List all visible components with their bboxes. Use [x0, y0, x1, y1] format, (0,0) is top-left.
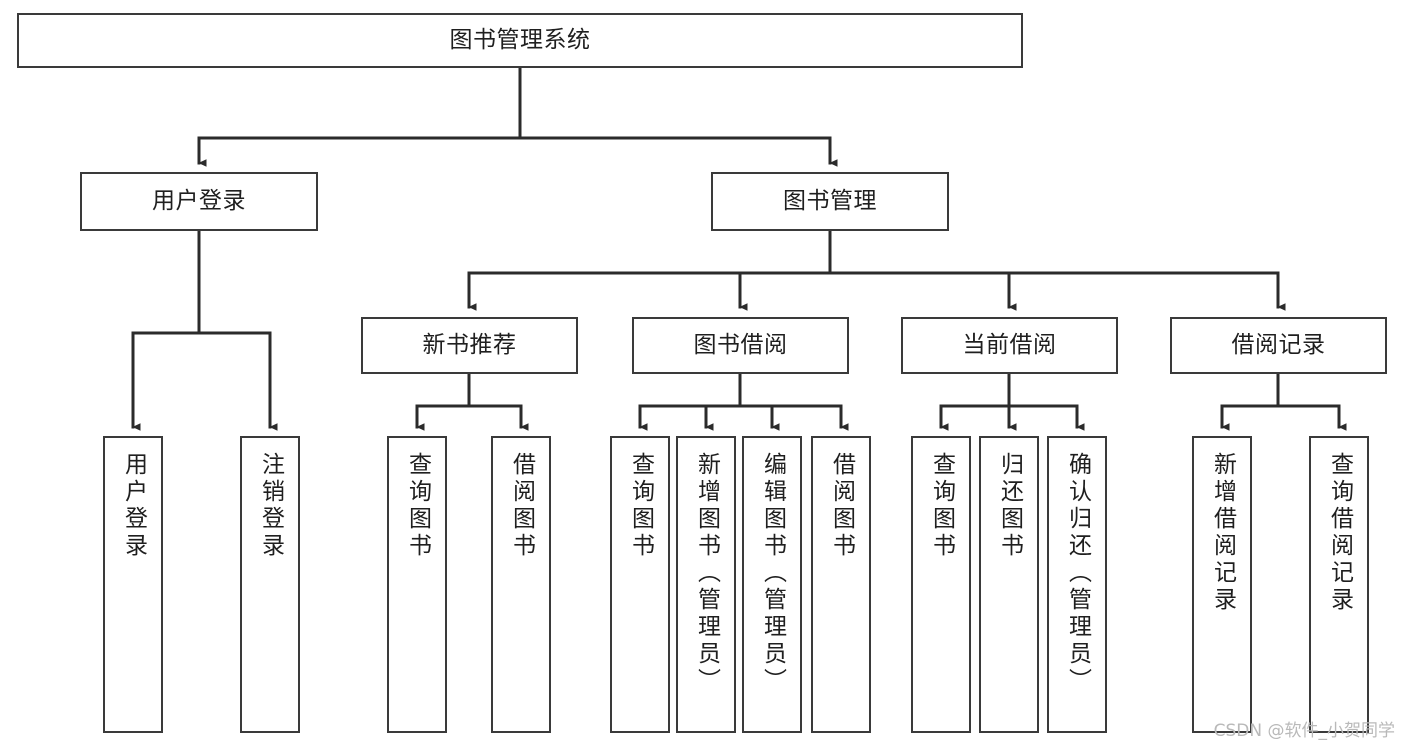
- node-label: 确认归还（管理员）: [1064, 452, 1091, 695]
- leaf-query-borrow-record[interactable]: 查询借阅记录: [1309, 436, 1369, 733]
- leaf-user-login[interactable]: 用户登录: [103, 436, 163, 733]
- node-label: 注销登录: [257, 452, 284, 560]
- csdn-watermark: CSDN @软件_小贺同学: [1213, 721, 1395, 741]
- node-label: 图书管理系统: [449, 26, 591, 53]
- node-label: 用户登录: [152, 187, 246, 214]
- node-label: 借阅图书: [508, 452, 535, 560]
- node-label: 查询图书: [627, 452, 654, 560]
- node-label: 查询借阅记录: [1326, 452, 1353, 614]
- node-label: 归还图书: [996, 452, 1023, 560]
- leaf-edit-book-admin[interactable]: 编辑图书（管理员）: [742, 436, 802, 733]
- node-book-management[interactable]: 图书管理: [711, 172, 949, 231]
- node-book-borrow[interactable]: 图书借阅: [632, 317, 849, 374]
- leaf-query-book-current[interactable]: 查询图书: [911, 436, 971, 733]
- node-borrow-record[interactable]: 借阅记录: [1170, 317, 1387, 374]
- leaf-logout[interactable]: 注销登录: [240, 436, 300, 733]
- leaf-borrow-book-recommend[interactable]: 借阅图书: [491, 436, 551, 733]
- node-label: 编辑图书（管理员）: [759, 452, 786, 695]
- node-current-borrow[interactable]: 当前借阅: [901, 317, 1118, 374]
- node-label: 新书推荐: [422, 331, 517, 358]
- node-label: 新增图书（管理员）: [693, 452, 720, 695]
- node-label: 查询图书: [928, 452, 955, 560]
- node-new-book-recommend[interactable]: 新书推荐: [361, 317, 578, 374]
- node-label: 查询图书: [404, 452, 431, 560]
- leaf-return-book[interactable]: 归还图书: [979, 436, 1039, 733]
- leaf-confirm-return-admin[interactable]: 确认归还（管理员）: [1047, 436, 1107, 733]
- leaf-add-borrow-record[interactable]: 新增借阅记录: [1192, 436, 1252, 733]
- node-label: 借阅图书: [828, 452, 855, 560]
- leaf-borrow-book[interactable]: 借阅图书: [811, 436, 871, 733]
- node-label: 用户登录: [120, 452, 147, 560]
- node-label: 借阅记录: [1231, 331, 1326, 358]
- node-label: 图书借阅: [693, 331, 788, 358]
- node-root-system[interactable]: 图书管理系统: [17, 13, 1023, 68]
- leaf-add-book-admin[interactable]: 新增图书（管理员）: [676, 436, 736, 733]
- leaf-query-book-recommend[interactable]: 查询图书: [387, 436, 447, 733]
- node-label: 新增借阅记录: [1209, 452, 1236, 614]
- node-label: 图书管理: [783, 187, 877, 214]
- node-label: 当前借阅: [962, 331, 1057, 358]
- node-user-login[interactable]: 用户登录: [80, 172, 318, 231]
- leaf-query-book-borrow[interactable]: 查询图书: [610, 436, 670, 733]
